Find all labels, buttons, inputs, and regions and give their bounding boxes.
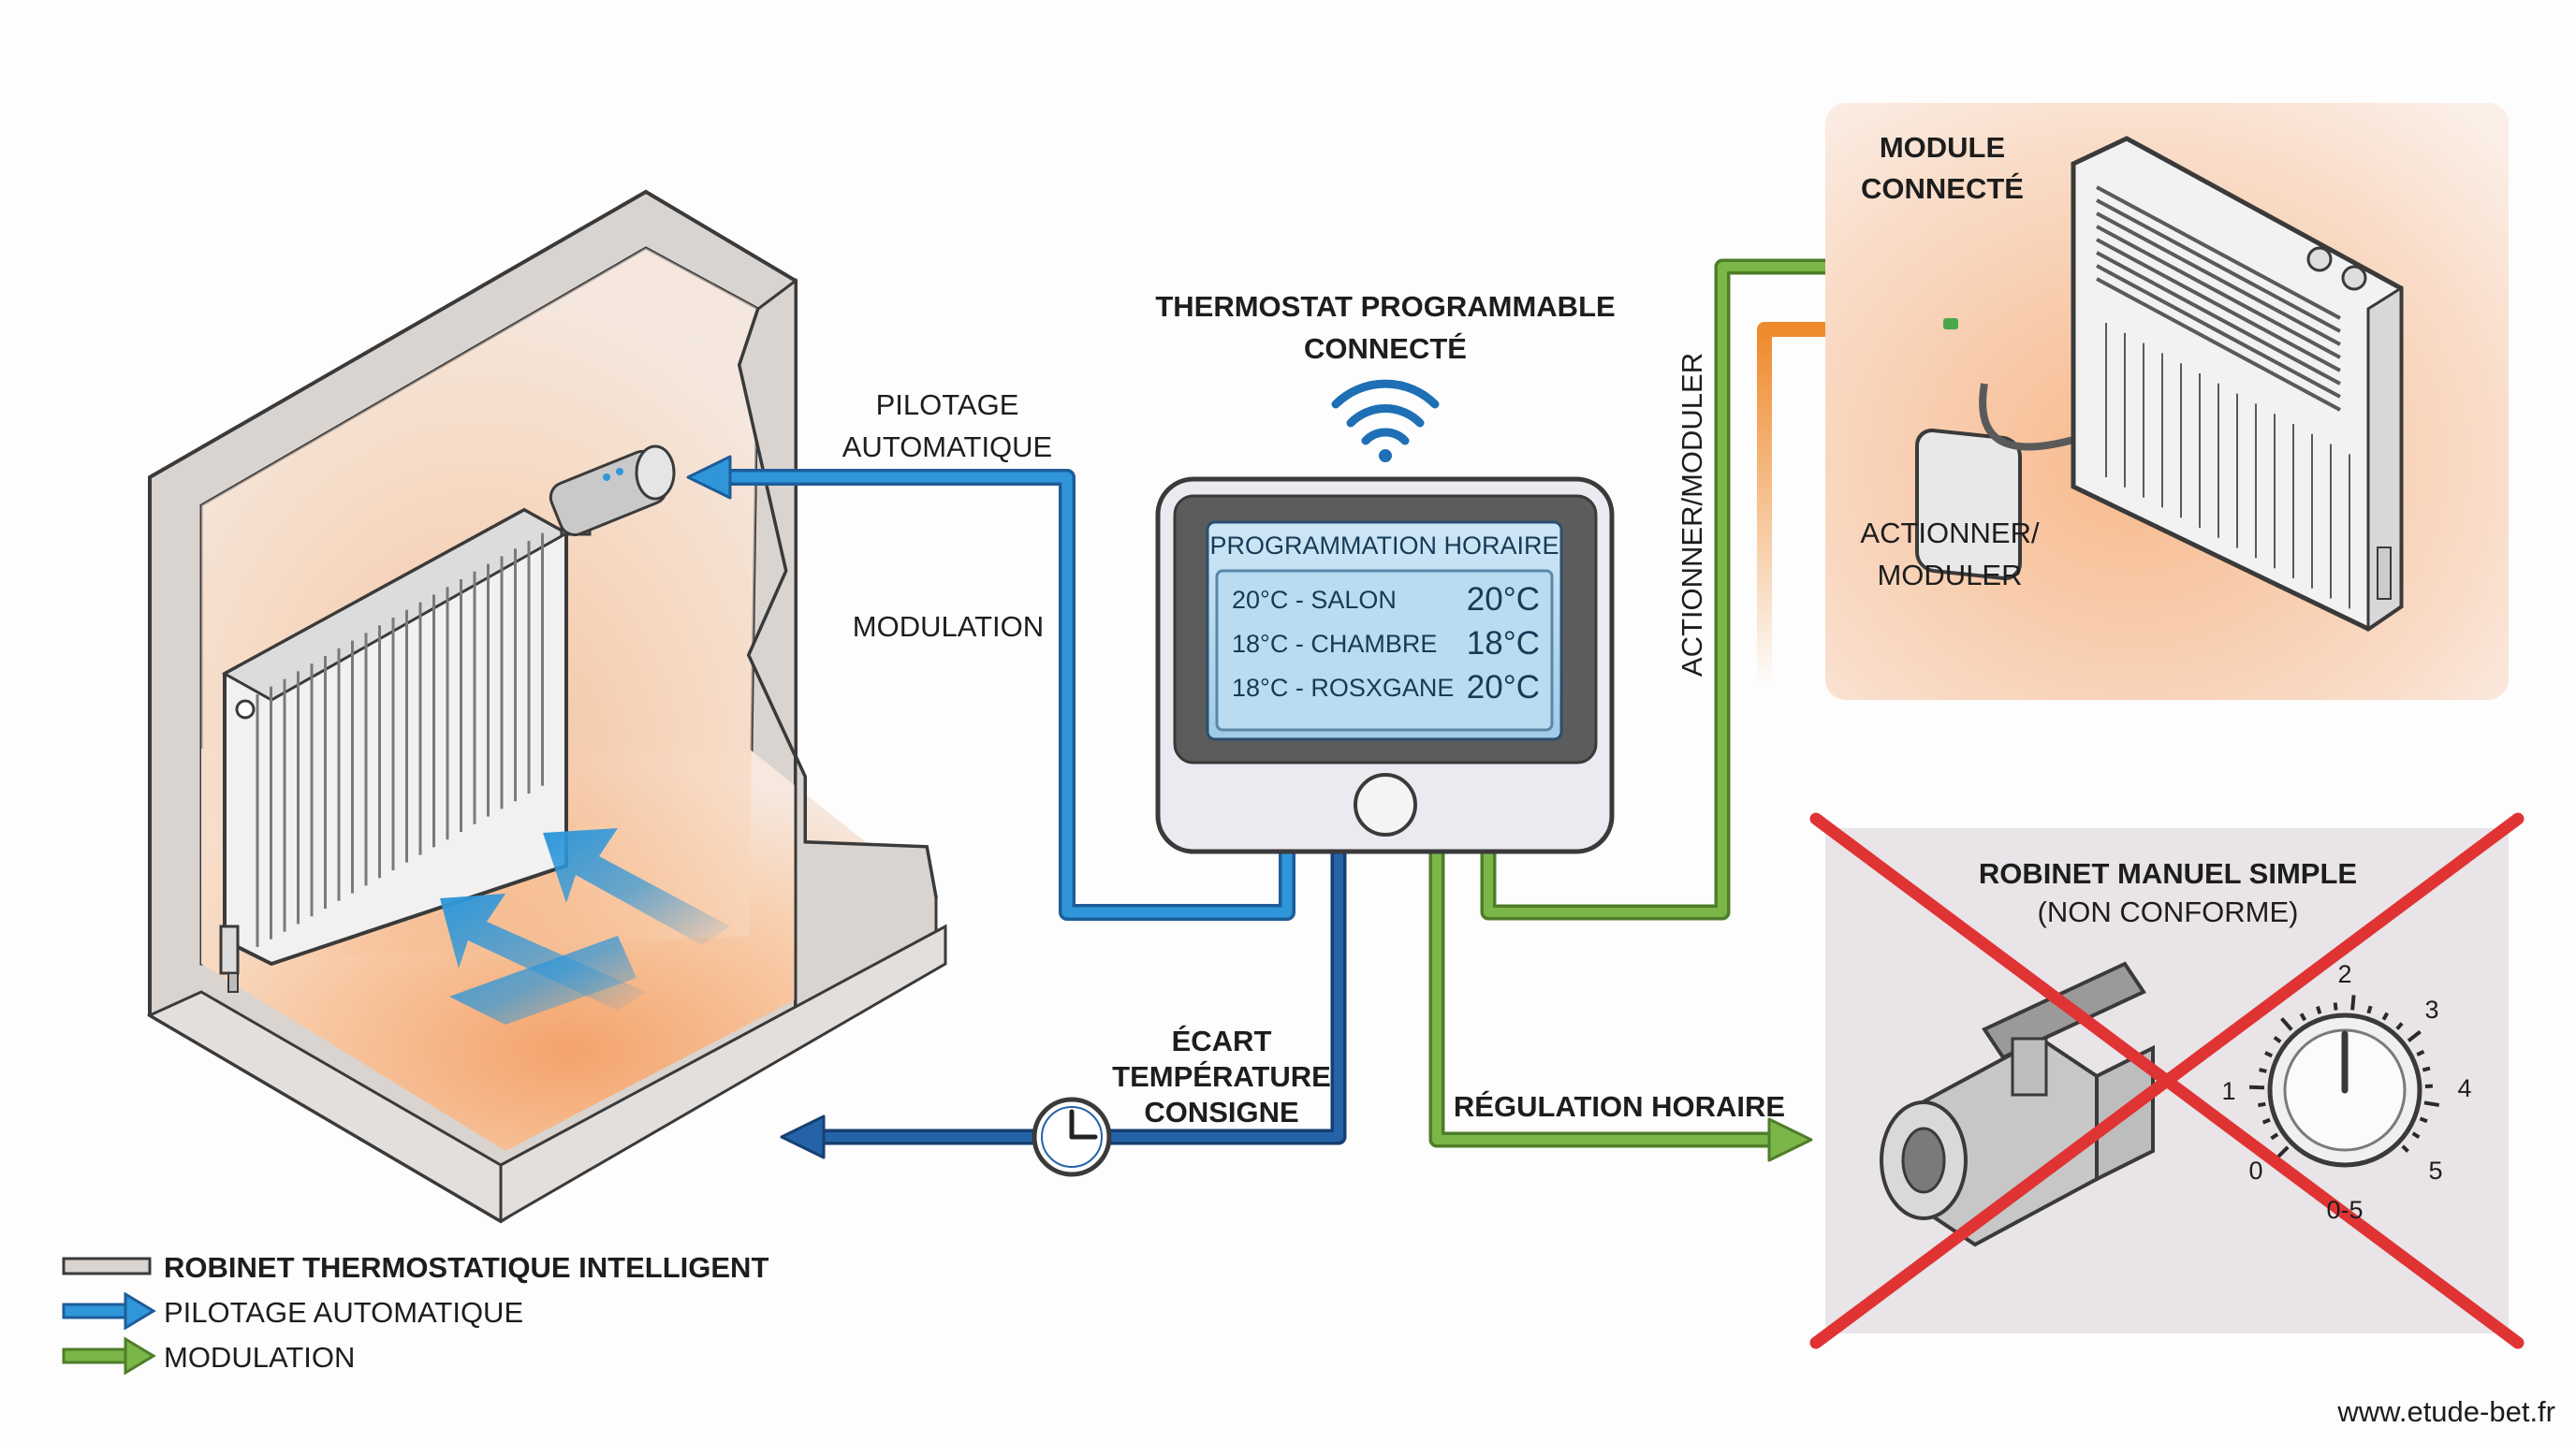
dial-tick-mark <box>2258 1104 2265 1105</box>
grey-bar-icon <box>64 1259 150 1274</box>
blue-arrow-icon <box>64 1294 154 1328</box>
legend-item-modulation: MODULATION <box>64 1339 355 1374</box>
clock-icon <box>1034 1100 1109 1174</box>
dial-tick-4: 4 <box>2457 1074 2471 1102</box>
dial-tick-mark <box>2263 1120 2270 1123</box>
dial-tick-mark <box>2249 1087 2264 1088</box>
robinet-subtitle: (NON CONFORME) <box>2038 896 2299 928</box>
dial-tick-3: 3 <box>2424 996 2438 1024</box>
modulation-label: MODULATION <box>853 610 1044 643</box>
module-action-line1: ACTIONNER/ <box>1860 517 2040 549</box>
dial-tick-mark <box>2318 1007 2320 1014</box>
schedule-row-2-value: 18°C <box>1467 625 1540 662</box>
footer-url: www.etude-bet.fr <box>2336 1395 2555 1428</box>
ecart-label-line2: TEMPÉRATURE <box>1112 1060 1331 1093</box>
dial-tick-mark <box>2352 995 2354 1010</box>
screen-title: PROGRAMMATION HORAIRE <box>1209 532 1559 560</box>
schedule-row-1-label: 20°C - SALON <box>1232 586 1397 614</box>
dial-tick-mark <box>2260 1070 2267 1071</box>
dial-tick-mark <box>2420 1118 2426 1121</box>
robinet-title: ROBINET MANUEL SIMPLE <box>1979 857 2357 890</box>
legend: ROBINET THERMOSTATIQUE INTELLIGENT PILOT… <box>64 1251 768 1374</box>
actionner-vertical-label: ACTIONNER/MODULER <box>1676 353 1708 677</box>
dial-tick-mark <box>2424 1102 2439 1105</box>
ecart-label-line3: CONSIGNE <box>1144 1096 1298 1129</box>
room-illustration <box>150 192 945 1221</box>
thermostat-title-line1: THERMOSTAT PROGRAMMABLE <box>1155 290 1615 323</box>
legend-label-pilotage: PILOTAGE AUTOMATIQUE <box>164 1296 523 1329</box>
module-title-line1: MODULE <box>1880 131 2005 164</box>
module-action-line2: MODULER <box>1877 559 2022 591</box>
green-arrow-icon <box>64 1339 154 1373</box>
pilotage-label-line2: AUTOMATIQUE <box>842 430 1052 463</box>
schedule-row-3-value: 20°C <box>1467 669 1540 706</box>
dial-tick-2: 2 <box>2337 960 2351 988</box>
dial-tick-05: 0-5 <box>2326 1196 2363 1224</box>
pilotage-label-line1: PILOTAGE <box>876 388 1019 421</box>
thermostat-title-line2: CONNECTÉ <box>1304 332 1467 365</box>
dial-tick-0: 0 <box>2248 1157 2262 1185</box>
dial-tick-5: 5 <box>2428 1157 2442 1185</box>
legend-item-pilotage: PILOTAGE AUTOMATIQUE <box>64 1294 523 1329</box>
legend-label-modulation: MODULATION <box>164 1341 355 1374</box>
dial-tick-mark <box>2368 1006 2370 1013</box>
schedule-row-1-value: 20°C <box>1467 581 1540 618</box>
dial-tick-1: 1 <box>2221 1077 2235 1105</box>
ecart-label-line1: ÉCART <box>1172 1025 1272 1057</box>
dial-tick-mark <box>2335 1003 2336 1011</box>
schedule-row-2-label: 18°C - CHAMBRE <box>1232 630 1437 658</box>
regulation-label: RÉGULATION HORAIRE <box>1454 1090 1785 1123</box>
dial-tick-mark <box>2422 1069 2430 1071</box>
wifi-icon <box>1336 384 1435 462</box>
legend-label-robinet: ROBINET THERMOSTATIQUE INTELLIGENT <box>164 1251 768 1284</box>
legend-item-robinet: ROBINET THERMOSTATIQUE INTELLIGENT <box>64 1251 768 1284</box>
thermostat-title: THERMOSTAT PROGRAMMABLE CONNECTÉ <box>1155 290 1615 365</box>
module-title-line2: CONNECTÉ <box>1861 172 2024 205</box>
schedule-row-3-label: 18°C - ROSXGANE <box>1232 674 1454 702</box>
